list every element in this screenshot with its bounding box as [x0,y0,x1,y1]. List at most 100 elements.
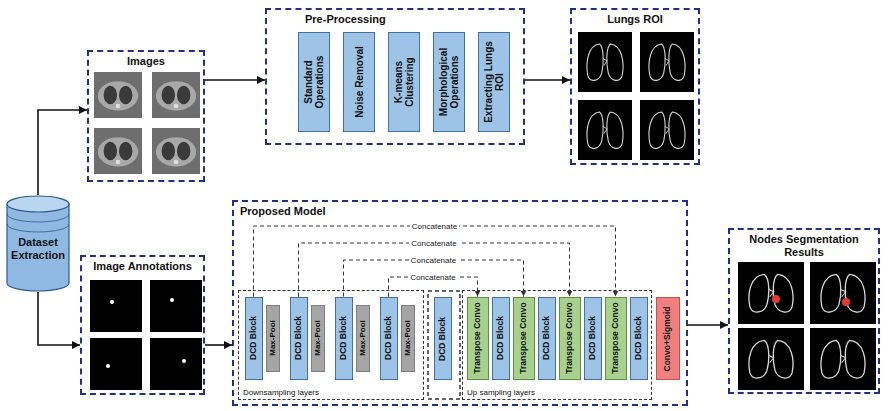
bottleneck-frame [428,291,460,399]
block-label: Transpose Convo [473,300,482,377]
block-label: Extracting Lungs ROI [483,35,505,129]
mask-thumbnail [90,338,142,390]
nodule-highlight [772,295,780,303]
nodule-highlight [842,298,850,306]
cylinder-top [7,196,69,212]
dashed-panel: Nodes Segmentation Results [728,228,880,394]
block-label: DCD Block [339,300,348,377]
cylinder-ring [7,214,69,222]
panel-title: Pre-Processing [305,13,386,26]
edge-label: Concatenate [409,256,458,265]
cylinder-ring [7,224,69,232]
block-label: Transpose Convo [611,300,620,377]
block-label: Transpose Convo [519,300,528,377]
block-label: Morphological Operations [438,35,460,129]
dashed-panel: Image Annotations [80,255,205,395]
roi-thumbnail [578,100,632,160]
dcd-block: DCD Block [584,297,602,380]
block-label: DCD Block [438,300,447,377]
dcd-block: DCD Block [380,297,398,380]
dcd-block: DCD Block [492,297,510,380]
transpose-conv-block: Transpose Convo [467,297,489,380]
flow-arrow [205,79,265,81]
dashed-panel: Pre-ProcessingStandard Operations Noise R… [265,8,525,145]
dashed-panel: Proposed ModelDownsampling layers DCD Blo… [232,200,688,406]
flow-arrow [38,110,87,195]
panel-title: Nodes Segmentation Results [734,233,874,259]
block-label: DCD Block [249,300,258,377]
dashed-panel: Lungs ROI [570,8,700,165]
block-label: Transpose Convo [565,300,574,377]
transpose-conv-block: Transpose Convo [513,297,535,380]
maxpool-block: Max-Pool [311,305,325,372]
nodule-dot [110,300,114,304]
output-block: Convo+Sigmoid [656,297,680,380]
ct-thumbnail [94,72,142,118]
ct-thumbnail [152,72,200,118]
process-step: Noise Removal [343,32,375,132]
roi-thumbnail [640,100,694,160]
mask-thumbnail [90,280,142,332]
dcd-block: DCD Block [335,297,353,380]
block-label: Noise Removal [354,35,365,129]
group-label: Up sampling layers [467,388,535,398]
skip-connection [299,243,570,297]
block-label: Max-Pool [403,308,412,369]
block-label: DCD Block [542,300,551,377]
maxpool-block: Max-Pool [266,305,280,372]
edge-label: Concatenate [409,239,458,248]
block-label: Convo+Sigmoid [663,300,672,377]
skip-connection [344,260,524,297]
dcd-block: DCD Block [434,297,452,380]
nodule-dot [170,298,174,302]
dcd-block: DCD Block [538,297,556,380]
roi-thumbnail [640,32,694,92]
block-label: DCD Block [634,300,643,377]
block-label: Max-Pool [358,308,367,369]
panel-title: Image Annotations [86,260,199,273]
roi-thumbnail [578,32,632,92]
layer-group: Downsampling layers DCD Block Max-Pool DCD … [238,290,424,400]
process-step: Morphological Operations [433,32,465,132]
edge-label: Concatenate [410,222,459,231]
dcd-block: DCD Block [290,297,308,380]
panel-title: Images [93,55,199,68]
panel-title: Dataset Extraction [9,236,67,262]
database-cylinder: Dataset Extraction [6,195,70,292]
block-label: Standard Operations [303,35,325,129]
block-label: Max-Pool [313,308,322,369]
result-thumbnail [738,328,804,390]
edge-label: Concatenate [408,273,457,282]
mask-thumbnail [150,280,202,332]
dcd-block: DCD Block [245,297,263,380]
panel-title: Lungs ROI [576,13,694,26]
dcd-block: DCD Block [630,297,648,380]
block-label: K-means Clustering [393,35,415,129]
flow-arrow [38,292,80,345]
result-thumbnail [738,262,804,324]
group-label: Downsampling layers [243,388,319,398]
nodule-dot [182,359,186,363]
process-step: K-means Clustering [388,32,420,132]
dashed-panel: Images [87,50,205,182]
block-label: DCD Block [496,300,505,377]
result-thumbnail [810,262,876,324]
transpose-conv-block: Transpose Convo [605,297,627,380]
panel-title: Proposed Model [240,205,326,218]
result-thumbnail [810,328,876,390]
maxpool-block: Max-Pool [401,305,415,372]
block-label: Max-Pool [268,308,277,369]
maxpool-block: Max-Pool [356,305,370,372]
layer-group: Up sampling layers Transpose Convo DCD Blo… [462,290,652,400]
nodule-dot [106,364,110,368]
block-label: DCD Block [384,300,393,377]
flow-arrow [688,324,728,326]
flow-arrow [205,344,232,346]
process-step: Extracting Lungs ROI [478,32,510,132]
transpose-conv-block: Transpose Convo [559,297,581,380]
process-step: Standard Operations [298,32,330,132]
ct-thumbnail [94,128,142,174]
block-label: DCD Block [588,300,597,377]
ct-thumbnail [152,128,200,174]
flow-arrow [525,79,570,81]
